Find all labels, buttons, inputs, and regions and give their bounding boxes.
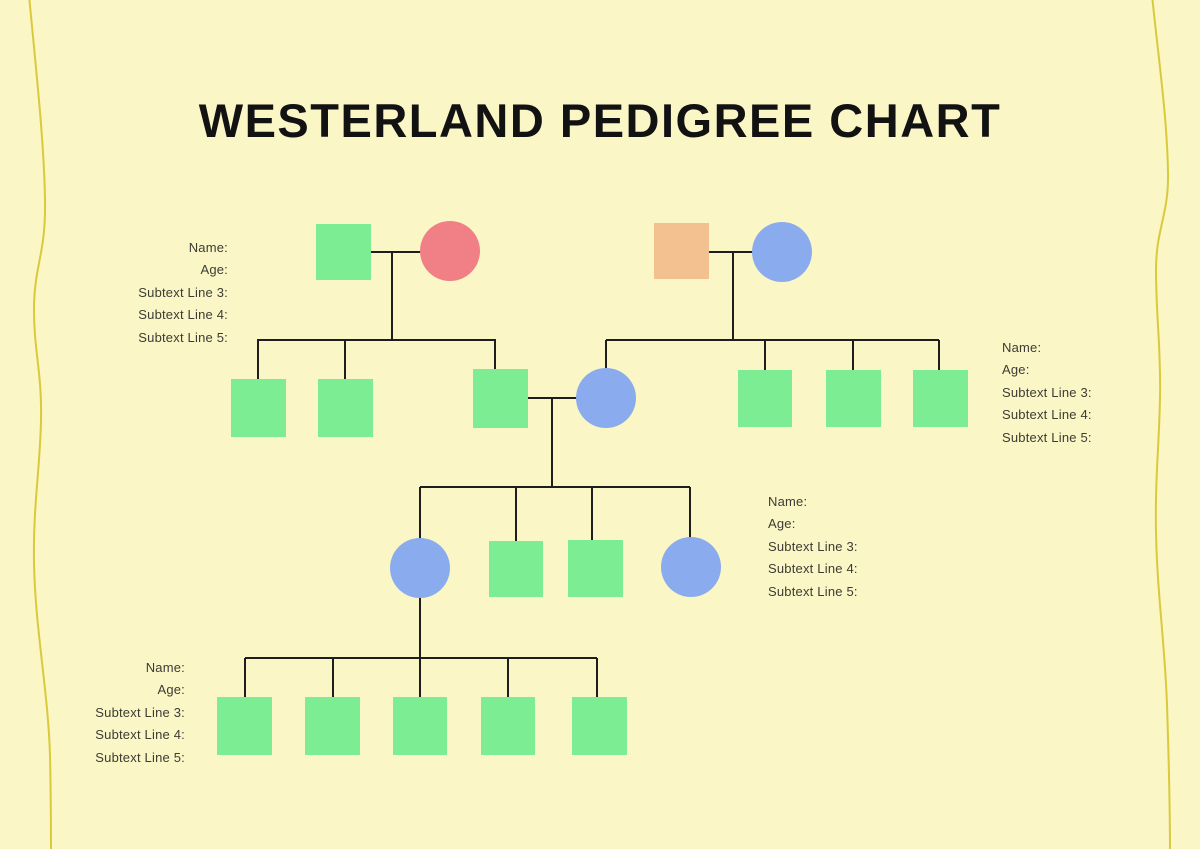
- gen2-right-child2-square: [738, 370, 792, 427]
- gen1-left-husband-square: [316, 224, 371, 280]
- family-left-connector-lines: [257, 251, 496, 380]
- info-label-line4: Subtext Line 4:: [138, 307, 228, 323]
- family-right-connector-lines: [605, 251, 940, 371]
- info-block-gen4: Name: Age: Subtext Line 3: Subtext Line …: [95, 657, 185, 769]
- gen2-left-child1-square: [231, 379, 286, 437]
- info-label-age: Age:: [200, 262, 228, 278]
- info-label-line3: Subtext Line 3:: [138, 284, 228, 300]
- gen1-right-wife-circle: [752, 222, 812, 282]
- gen4-child4-square: [481, 697, 535, 755]
- gen2-left-child2-square: [318, 379, 373, 437]
- info-label-name: Name:: [145, 660, 185, 675]
- info-label-line5: Subtext Line 5:: [95, 749, 185, 765]
- info-label-line5: Subtext Line 5:: [1002, 429, 1092, 445]
- info-label-age: Age:: [157, 682, 185, 698]
- info-label-line3: Subtext Line 3:: [95, 704, 185, 720]
- right-edge-wave-decoration: [1151, 0, 1171, 849]
- gen2-spouse-square: [473, 369, 528, 428]
- info-label-age: Age:: [1002, 362, 1030, 378]
- gen1-right-husband-square: [654, 223, 709, 279]
- info-label-name: Name:: [1002, 340, 1042, 355]
- gen3-child3-square: [568, 540, 623, 597]
- gen4-child2-square: [305, 697, 360, 755]
- gen4-child3-square: [393, 697, 447, 755]
- gen3-child1-circle: [390, 538, 450, 598]
- generation4-connector-lines: [244, 597, 598, 698]
- info-label-line5: Subtext Line 5:: [138, 329, 228, 345]
- info-block-gen1-left: Name: Age: Subtext Line 3: Subtext Line …: [138, 237, 228, 349]
- gen3-child2-square: [489, 541, 543, 597]
- gen2-right-child1-circle: [576, 368, 636, 428]
- gen3-child4-circle: [661, 537, 721, 597]
- info-label-line4: Subtext Line 4:: [1002, 407, 1092, 423]
- gen2-right-child4-square: [913, 370, 968, 427]
- info-label-line4: Subtext Line 4:: [768, 561, 858, 577]
- info-label-name: Name:: [188, 240, 228, 255]
- left-edge-wave-decoration: [28, 0, 52, 849]
- gen4-child1-square: [217, 697, 272, 755]
- info-label-line4: Subtext Line 4:: [95, 727, 185, 743]
- gen1-left-wife-circle: [420, 221, 480, 281]
- generation2-couple-connector-lines: [419, 397, 691, 542]
- info-block-gen2-right: Name: Age: Subtext Line 3: Subtext Line …: [1002, 337, 1092, 449]
- info-label-line3: Subtext Line 3:: [768, 538, 858, 554]
- gen4-child5-square: [572, 697, 627, 755]
- gen2-right-child3-square: [826, 370, 881, 427]
- info-label-name: Name:: [768, 494, 808, 509]
- info-label-line5: Subtext Line 5:: [768, 583, 858, 599]
- info-label-line3: Subtext Line 3:: [1002, 384, 1092, 400]
- info-block-gen3: Name: Age: Subtext Line 3: Subtext Line …: [768, 491, 858, 603]
- info-label-age: Age:: [768, 516, 796, 532]
- page-title: WESTERLAND PEDIGREE CHART: [198, 94, 1002, 147]
